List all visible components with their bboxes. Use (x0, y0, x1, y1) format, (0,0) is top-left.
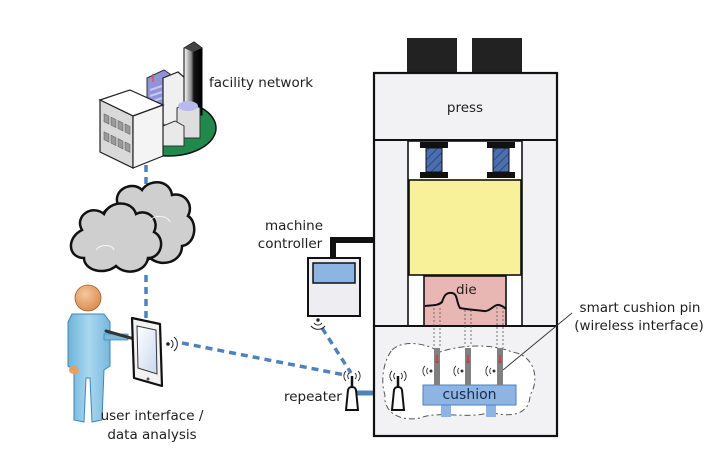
user-interface-label-line2: data analysis (107, 427, 197, 443)
wifi-signal-icon (166, 336, 178, 352)
antenna-icon (343, 370, 361, 411)
wireless-zone (382, 343, 536, 420)
press-label: press (446, 100, 484, 116)
smart-cushion-pin-label-line1: smart cushion pin (579, 300, 701, 316)
cushion-label: cushion (442, 387, 497, 403)
link-controller-repeater (320, 327, 353, 374)
smart-cushion-pin-label-line2: (wireless interface) (574, 318, 704, 334)
wifi-signal-icon (422, 365, 433, 377)
smart-cushion-pins (422, 348, 503, 385)
cushion-pin (465, 348, 471, 385)
press-top-block-right (472, 38, 522, 74)
facility-network-label: facility network (209, 75, 314, 91)
person-icon (67, 284, 140, 423)
smart-pin-leader-line (502, 312, 573, 371)
cushion-pin (497, 348, 503, 385)
antenna-icon (389, 370, 407, 411)
wifi-signal-icon (310, 318, 326, 330)
die-label: die (456, 282, 477, 298)
link-tablet-repeater (181, 341, 346, 377)
user-interface-label-line1: user interface / (100, 408, 204, 424)
cloud-icon (69, 181, 196, 273)
machine-controller-label-line1: machine (264, 218, 323, 234)
press-ram (408, 179, 522, 276)
cushion-pin (434, 348, 440, 385)
building-icon (98, 41, 217, 169)
machine-controller-label-line2: controller (257, 236, 323, 252)
repeater-label: repeater (284, 389, 342, 405)
controller-icon (307, 237, 376, 317)
wifi-signal-icon (485, 365, 496, 377)
press-top-block-left (407, 38, 457, 74)
tablet-icon (130, 316, 164, 388)
wifi-signal-icon (453, 365, 464, 377)
